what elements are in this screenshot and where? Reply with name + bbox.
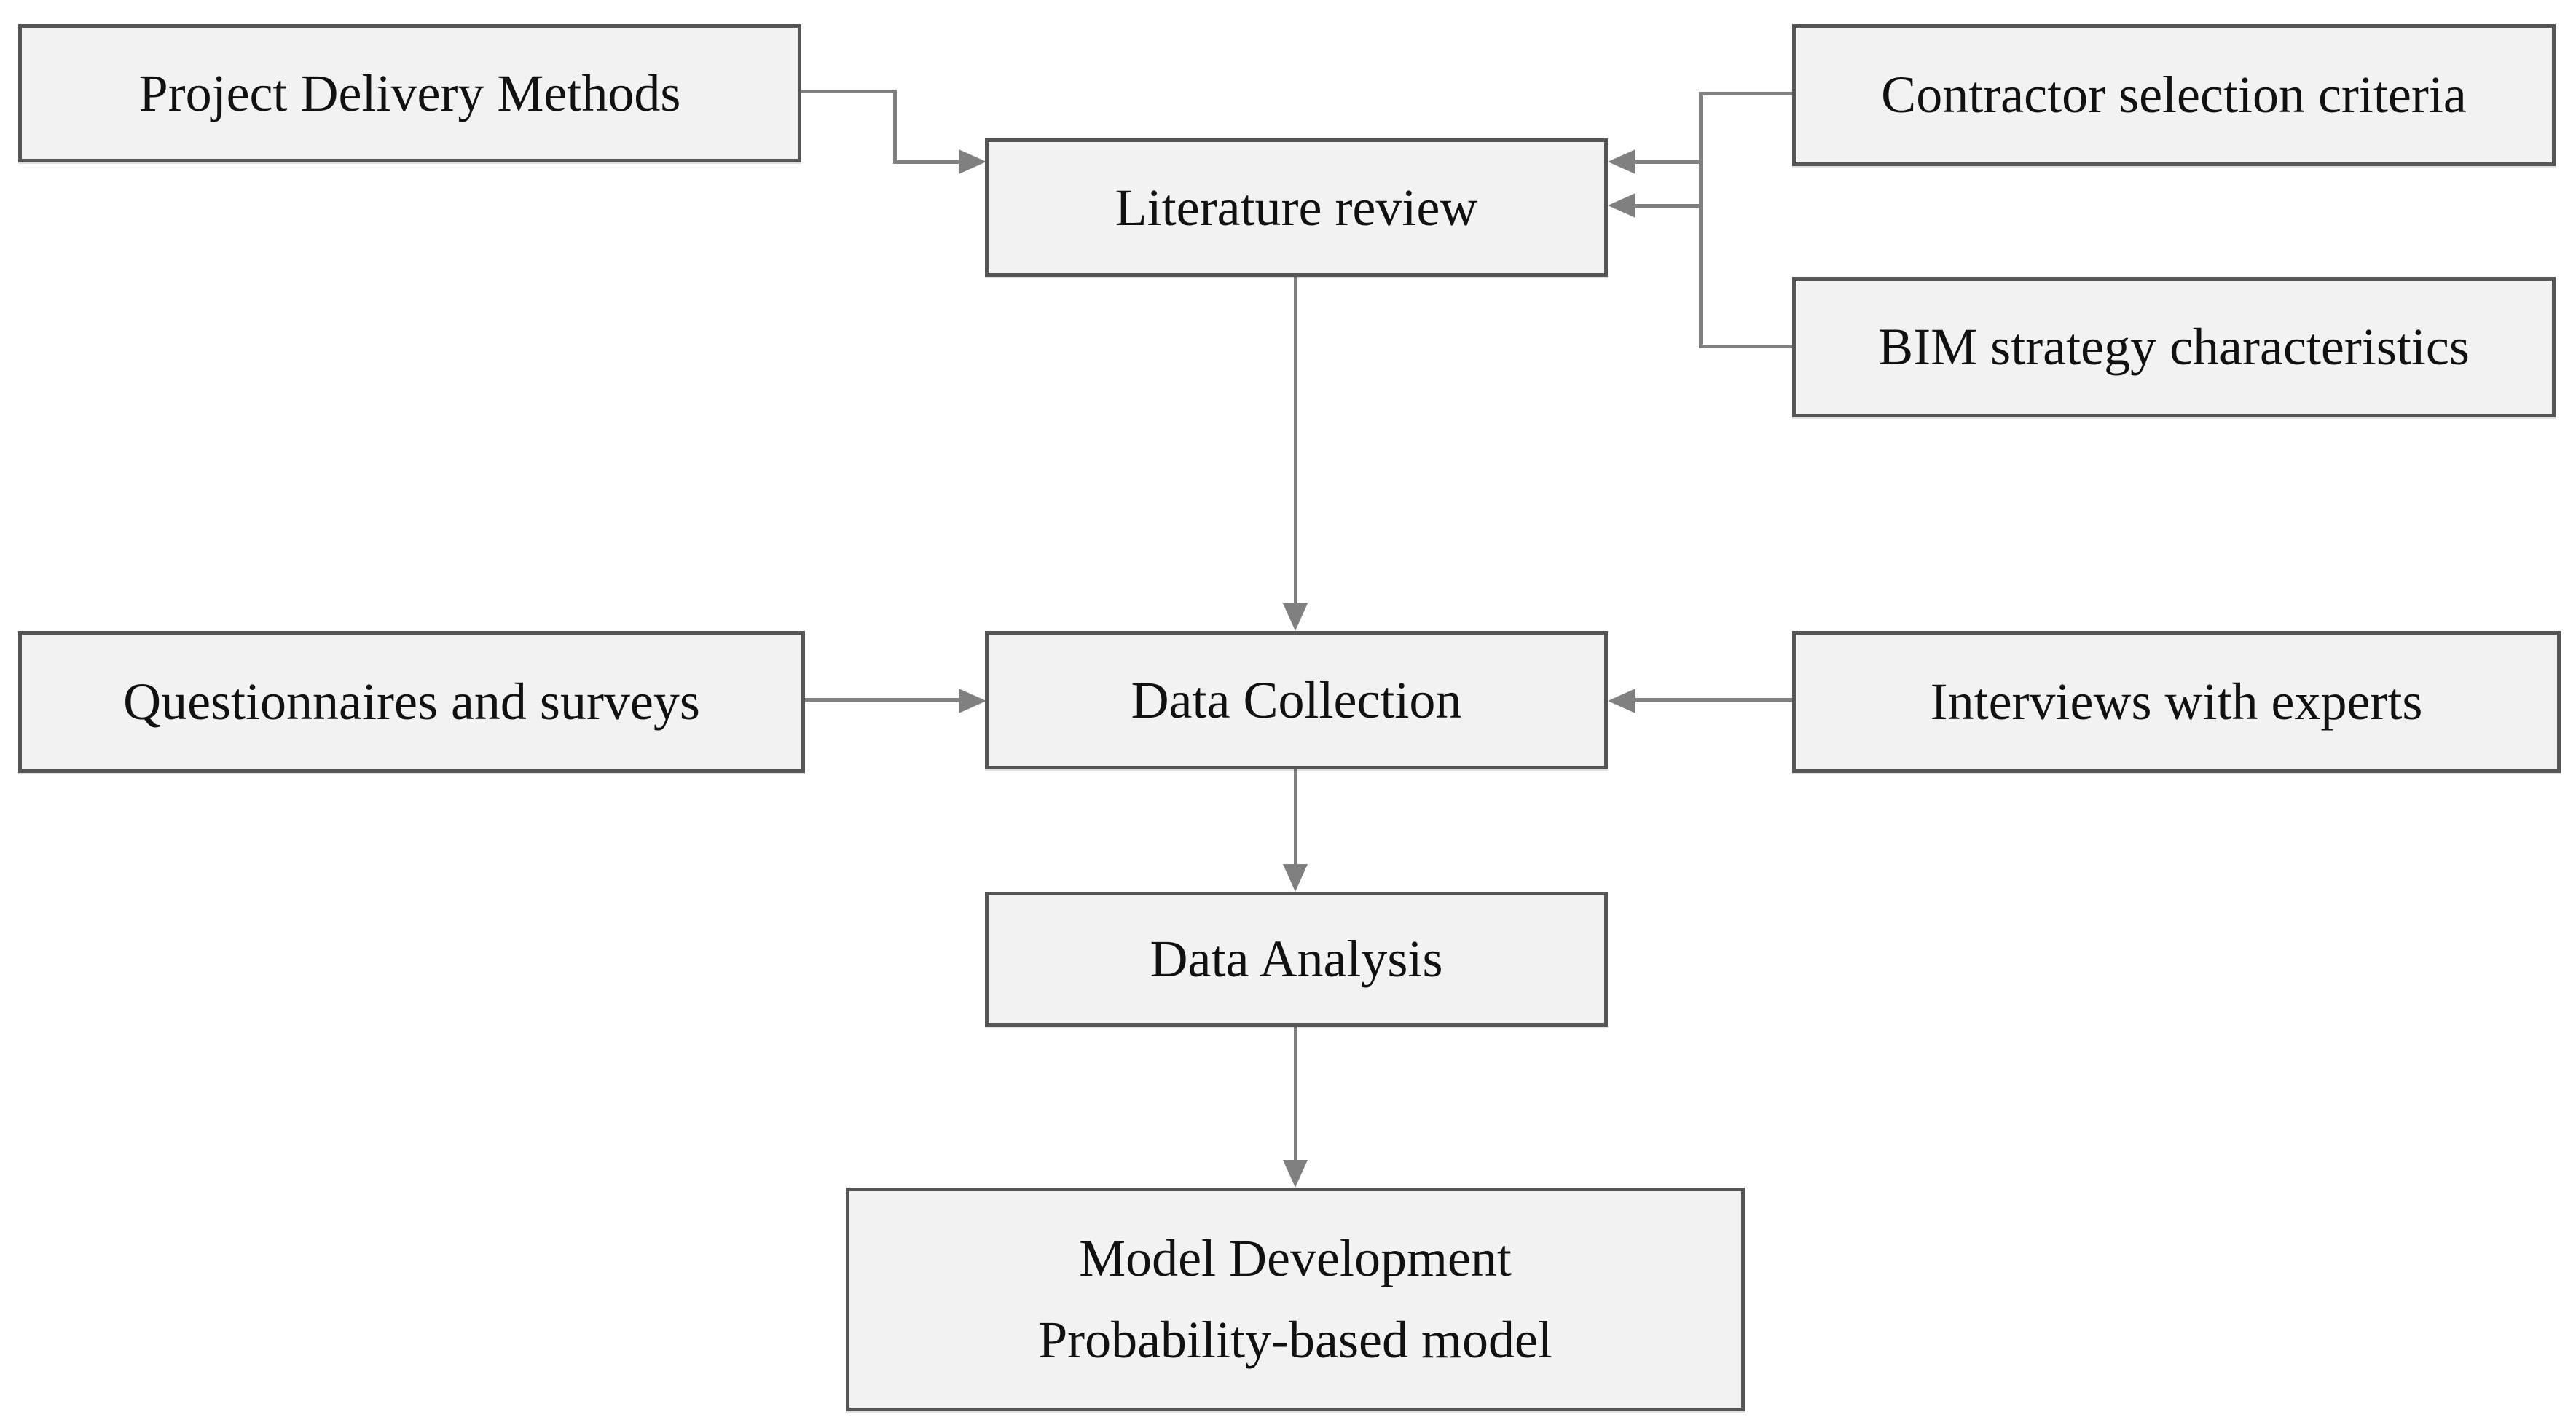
node-questionnaires-and-surveys-label: Questionnaires and surveys: [123, 672, 700, 731]
connector-right-trunk-vertical: [1699, 92, 1703, 348]
arrowhead-into-literature-right-upper-icon: [1608, 149, 1635, 174]
connector-bim-stub: [1700, 345, 1792, 348]
node-project-delivery-methods: Project Delivery Methods: [18, 24, 801, 162]
node-model-development-label-line2: Probability-based model: [1038, 1310, 1552, 1369]
connector-contractor-stub: [1700, 92, 1792, 95]
node-data-analysis: Data Analysis: [985, 892, 1608, 1027]
connector-pdm-to-literature-segment-1: [801, 90, 897, 93]
node-interviews-with-experts-label: Interviews with experts: [1930, 672, 2423, 731]
node-literature-review-label: Literature review: [1115, 178, 1478, 237]
node-questionnaires-and-surveys: Questionnaires and surveys: [18, 631, 805, 773]
connector-pdm-to-literature-segment-2: [893, 90, 897, 163]
node-literature-review: Literature review: [985, 138, 1608, 277]
node-contractor-selection-criteria-label: Contractor selection criteria: [1881, 66, 2467, 124]
connector-data-collection-to-data-analysis: [1294, 769, 1297, 866]
connector-interviews-to-data-collection: [1634, 698, 1792, 702]
node-bim-strategy-characteristics: BIM strategy characteristics: [1792, 277, 2556, 417]
arrowhead-into-literature-left-icon: [959, 149, 986, 174]
node-data-collection: Data Collection: [985, 631, 1608, 769]
node-data-analysis-label: Data Analysis: [1150, 930, 1443, 988]
node-interviews-with-experts: Interviews with experts: [1792, 631, 2561, 773]
connector-data-analysis-to-model-development: [1294, 1027, 1297, 1161]
arrowhead-into-data-collection-left-icon: [959, 689, 986, 713]
arrowhead-into-data-collection-top-icon: [1283, 603, 1308, 631]
node-data-collection-label: Data Collection: [1131, 670, 1462, 729]
connector-questionnaires-to-data-collection: [805, 698, 960, 702]
arrowhead-into-model-development-top-icon: [1283, 1160, 1308, 1188]
arrowhead-into-literature-right-lower-icon: [1608, 193, 1635, 218]
node-bim-strategy-characteristics-label: BIM strategy characteristics: [1878, 318, 2470, 376]
connector-pdm-to-literature-segment-3: [893, 160, 960, 164]
node-model-development: Model Development Probability-based mode…: [846, 1188, 1745, 1411]
node-model-development-label-line1: Model Development: [1079, 1228, 1512, 1287]
connector-contractor-to-literature: [1634, 160, 1700, 164]
connector-bim-to-literature: [1634, 204, 1700, 208]
arrowhead-into-data-collection-right-icon: [1608, 689, 1635, 713]
node-project-delivery-methods-label: Project Delivery Methods: [138, 63, 681, 122]
arrowhead-into-data-analysis-top-icon: [1283, 864, 1308, 892]
connector-literature-to-data-collection: [1294, 277, 1297, 605]
node-contractor-selection-criteria: Contractor selection criteria: [1792, 24, 2556, 166]
